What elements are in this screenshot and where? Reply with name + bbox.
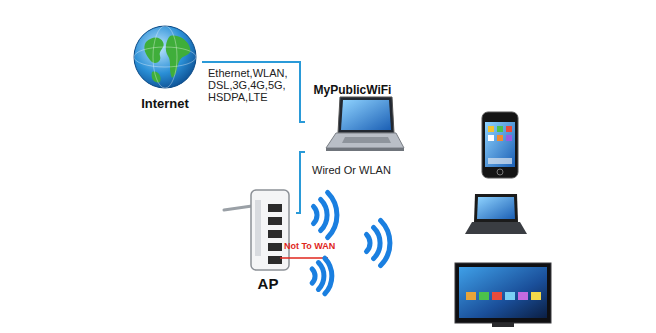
node-label: Internet [141, 96, 189, 112]
phone-icon [482, 112, 518, 178]
link-label: Wired Or WLAN [312, 164, 391, 176]
node-label: AP [258, 275, 279, 293]
network-link [296, 152, 305, 213]
laptop-icon [465, 194, 527, 234]
access-point-node: AP [240, 185, 296, 293]
node-label: MyPublicWiFi [314, 83, 392, 97]
tv-icon [455, 263, 551, 327]
internet-node: Internet [128, 24, 202, 112]
network-link [202, 62, 305, 122]
port-note: Not To WAN [284, 241, 335, 252]
host-node: MyPublicWiFi [305, 80, 400, 158]
link-media-label: Ethernet,WLAN, DSL,3G,4G,5G, HSDPA,LTE [208, 67, 287, 103]
access-point-device [224, 190, 328, 270]
globe-icon [134, 26, 196, 88]
laptop-icon [326, 97, 404, 151]
